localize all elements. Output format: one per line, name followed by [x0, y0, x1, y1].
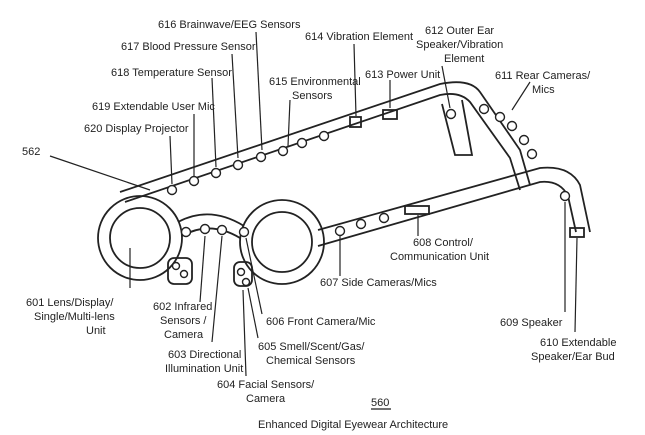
illumination-dot [216, 224, 228, 236]
label-extendable-user-mic: 619 Extendable User Mic [92, 101, 215, 113]
leader-610 [574, 237, 578, 333]
leader-615 [287, 99, 291, 147]
infrared-sensor-dot [180, 226, 192, 238]
label-extendable-speaker-line2: Speaker/Ear Bud [531, 351, 615, 363]
label-directional-illumination-line1: 603 Directional [168, 349, 241, 361]
label-control-communication-line2: Communication Unit [390, 251, 489, 263]
smell-sensor-dot [236, 267, 246, 277]
right-lens-frame-outer [239, 199, 325, 285]
leader-614 [353, 43, 357, 117]
leader-606 [245, 237, 263, 315]
figure-caption: Enhanced Digital Eyewear Architecture [258, 419, 448, 431]
left-lens [109, 207, 171, 269]
label-control-communication-line1: 608 Control/ [413, 237, 474, 249]
left-nose-pad [167, 257, 193, 285]
lower-temple-arm [317, 166, 591, 233]
rear-camera-dot [494, 111, 506, 123]
side-camera-dot [334, 225, 346, 237]
facial-sensor-dot [179, 269, 189, 279]
speaker-dot [559, 190, 571, 202]
bridge-top [177, 213, 245, 227]
label-side-cameras-mics: 607 Side Cameras/Mics [320, 277, 437, 289]
leader-603 [211, 235, 223, 343]
label-562: 562 [22, 146, 40, 158]
outer-ear-speaker-hook [441, 99, 474, 156]
sensor-dot [166, 184, 178, 196]
label-speaker: 609 Speaker [500, 317, 563, 329]
leader-604 [242, 289, 247, 377]
outer-ear-dot [445, 108, 457, 120]
sensor-dots [166, 103, 571, 287]
label-blood-pressure-sensor: 617 Blood Pressure Sensor [121, 41, 256, 53]
label-outer-ear-speaker-line2: Speaker/Vibration [416, 39, 503, 51]
label-environmental-sensors-line1: 615 Environmental [269, 76, 361, 88]
upper-temple-arm [119, 81, 531, 193]
eyewear-frame [97, 81, 591, 287]
label-outer-ear-speaker-line3: Element [444, 53, 484, 65]
label-extendable-speaker-line1: 610 Extendable [540, 337, 616, 349]
leader-605 [247, 287, 259, 339]
label-directional-illumination-line2: Illumination Unit [165, 363, 243, 375]
side-camera-dot [378, 212, 390, 224]
left-lens-frame-outer [97, 195, 183, 281]
rear-camera-dot [526, 148, 538, 160]
label-environmental-sensors-line2: Sensors [292, 90, 333, 102]
right-lens [251, 211, 313, 273]
leader-620 [169, 135, 173, 185]
leader-618 [211, 77, 217, 168]
label-facial-sensors-line1: 604 Facial Sensors/ [217, 379, 315, 391]
smell-sensor-dot [241, 277, 251, 287]
label-power-unit: 613 Power Unit [365, 69, 440, 81]
label-brainwave-eeg-sensors: 616 Brainwave/EEG Sensors [158, 19, 301, 31]
label-vibration-element: 614 Vibration Element [305, 31, 413, 43]
infrared-sensor-dot [199, 223, 211, 235]
label-lens-display-line2: Single/Multi-lens [34, 311, 115, 323]
upper-temple-arm-inner [124, 93, 521, 203]
label-rear-cameras-line1: 611 Rear Cameras/ [495, 70, 591, 82]
sensor-dot [255, 151, 267, 163]
label-rear-cameras-line2: Mics [532, 84, 555, 96]
power-unit [382, 109, 398, 120]
leader-lines [49, 31, 578, 377]
leader-562 [49, 155, 151, 191]
label-infrared-sensors-line2: Sensors / [160, 315, 207, 327]
front-camera-dot [238, 226, 250, 238]
side-camera-dot [355, 218, 367, 230]
label-display-projector: 620 Display Projector [84, 123, 189, 135]
sensor-dot [296, 137, 308, 149]
rear-camera-dot [478, 103, 490, 115]
sensor-dot [188, 175, 200, 187]
vibration-element [349, 116, 362, 128]
rear-camera-dot [506, 120, 518, 132]
label-lens-display-line3: Unit [86, 325, 106, 337]
sensor-dot [210, 167, 222, 179]
control-communication-unit [404, 205, 430, 215]
label-smell-scent-line2: Chemical Sensors [266, 355, 356, 367]
label-temperature-sensor: 618 Temperature Sensor [111, 67, 232, 79]
leader-612 [441, 65, 451, 109]
callout-labels: 616 Brainwave/EEG Sensors 617 Blood Pres… [22, 19, 616, 405]
label-front-camera-mic: 606 Front Camera/Mic [266, 316, 376, 328]
extendable-ear-bud [569, 227, 585, 238]
leader-611 [511, 81, 531, 111]
label-facial-sensors-line2: Camera [246, 393, 286, 405]
sensor-dot [277, 145, 289, 157]
rear-camera-dot [518, 134, 530, 146]
label-infrared-sensors-line1: 602 Infrared [153, 301, 212, 313]
figure-ref-number: 560 [371, 397, 389, 409]
facial-sensor-dot [171, 261, 181, 271]
leader-617 [231, 53, 239, 159]
sensor-dot [318, 130, 330, 142]
label-lens-display-line1: 601 Lens/Display/ [26, 297, 114, 309]
leader-616 [255, 31, 263, 151]
label-outer-ear-speaker-line1: 612 Outer Ear [425, 25, 494, 37]
label-infrared-sensors-line3: Camera [164, 329, 204, 341]
right-nose-pad [233, 261, 253, 287]
sensor-dot [232, 159, 244, 171]
label-smell-scent-line1: 605 Smell/Scent/Gas/ [258, 341, 365, 353]
leader-602 [199, 235, 206, 303]
